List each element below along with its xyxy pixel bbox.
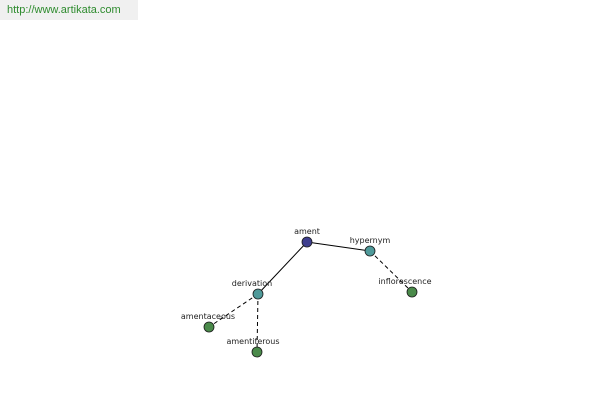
edge-ament-derivation <box>257 241 308 295</box>
site-url-link[interactable]: http://www.artikata.com <box>7 4 121 16</box>
node-amentiferous[interactable] <box>251 346 263 358</box>
node-label-inflorescence: inflorescence <box>378 277 431 286</box>
node-amentaceous[interactable] <box>203 321 215 333</box>
node-label-ament: ament <box>294 227 320 236</box>
url-banner: http://www.artikata.com <box>0 0 138 20</box>
node-label-hypernym: hypernym <box>350 236 391 245</box>
node-label-derivation: derivation <box>232 279 272 288</box>
edge-derivation-amentaceous <box>208 293 259 328</box>
graph-edges <box>208 241 413 353</box>
graph-labels: ament hypernym derivation inflorescence amen… <box>181 227 432 346</box>
edge-ament-hypernym <box>306 241 371 252</box>
node-inflorescence[interactable] <box>406 286 418 298</box>
node-label-amentaceous: amentaceous <box>181 312 235 321</box>
node-hypernym[interactable] <box>364 245 376 257</box>
edge-hypernym-inflorescence <box>369 250 413 293</box>
graph-nodes <box>203 236 418 358</box>
node-label-amentiferous: amentiferous <box>226 337 279 346</box>
node-ament[interactable] <box>301 236 313 248</box>
edge-derivation-amentiferous <box>256 293 259 353</box>
node-derivation[interactable] <box>252 288 264 300</box>
